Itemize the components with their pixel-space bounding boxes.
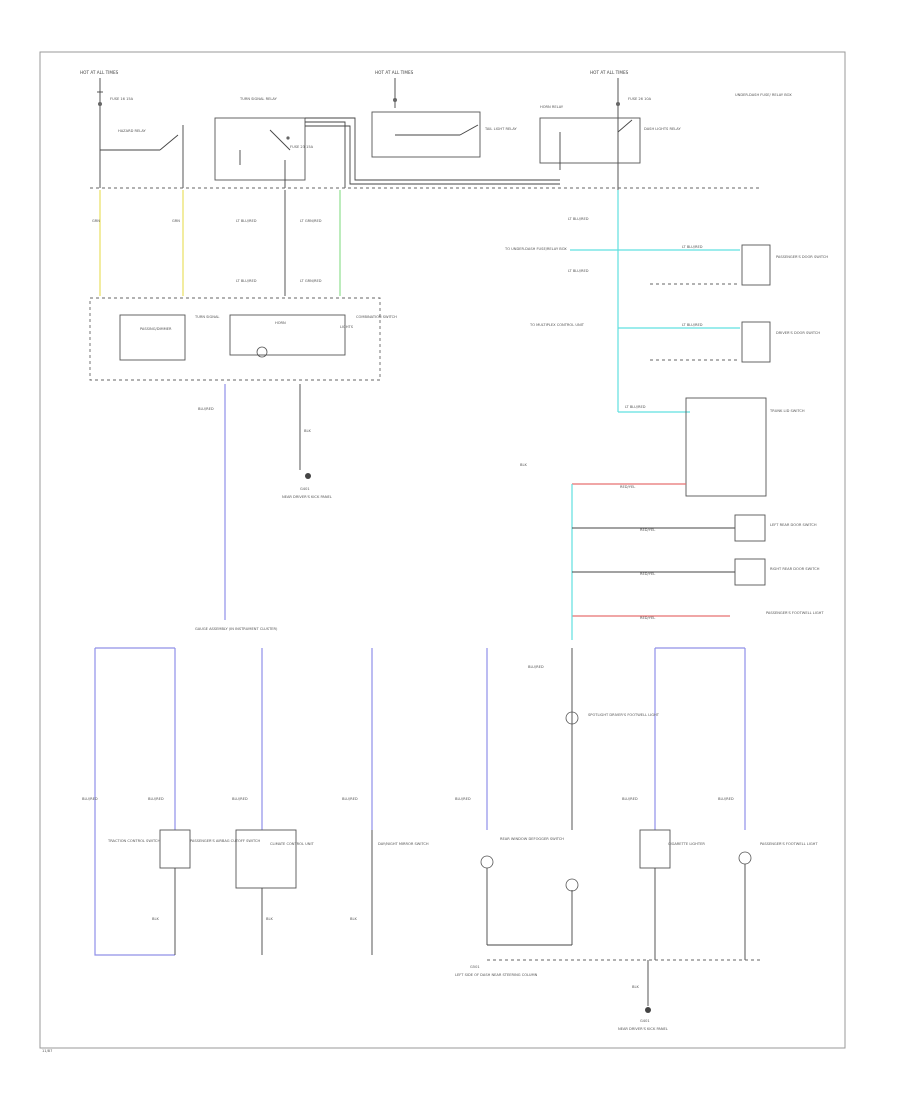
defogger-indicator-icon <box>480 855 494 869</box>
bottom-wire-down-3: BLK <box>350 917 357 921</box>
bottom-item-1: TRACTION CONTROL SWITCH <box>107 839 160 843</box>
ground-g401-bottom-label: G401 <box>640 1019 650 1023</box>
bottom-item-4: DAY/NIGHT MIRROR SWITCH <box>378 842 429 846</box>
bottom-item-3: CLIMATE CONTROL UNIT <box>270 842 315 846</box>
cigarette-lighter-box <box>639 829 671 869</box>
mid-right-wire-red: RED/YEL <box>620 485 635 489</box>
footwell-bulb-icon <box>565 878 579 892</box>
bottom-wire-down-2: BLK <box>266 917 273 921</box>
bottom-item-2: PASSENGER'S AIRBAG CUTOFF SWITCH <box>190 839 261 843</box>
mid-wire-5: LT BLU/RED <box>236 279 257 283</box>
mid-right-item-4-wire: RED/YEL <box>640 528 655 532</box>
passenger-door-switch <box>741 244 771 286</box>
trunk-lid-switch <box>685 397 767 497</box>
relay-b-label: TURN SIGNAL RELAY <box>239 97 278 101</box>
mid-right-item-2: DRIVER'S DOOR SWITCH <box>776 331 820 335</box>
mid-right-left-label-2: TO MULTIPLEX CONTROL UNIT <box>529 323 585 327</box>
ground-g401-icon <box>305 473 311 479</box>
mid-right-item-1: PASSENGER'S DOOR SWITCH <box>776 255 828 259</box>
turn-signal-relay-box <box>214 117 306 181</box>
sub-label-lights: LIGHTS <box>340 325 354 329</box>
ground-g501-label: G501 <box>470 965 480 969</box>
bottom-wire-8: BLU/RED <box>718 797 734 801</box>
combination-switch-box <box>89 297 381 381</box>
passenger-footwell-bulb-icon <box>738 851 752 865</box>
figure-id: 11/87 <box>42 1049 52 1053</box>
ground-g501-sub: LEFT SIDE OF DASH NEAR STEERING COLUMN <box>455 973 538 977</box>
fuse-b-title: HOT AT ALL TIMES <box>375 70 414 75</box>
mid-right-item-4: LEFT REAR DOOR SWITCH <box>770 523 817 527</box>
fuse-c-label: FUSE 26 10A <box>628 97 652 101</box>
wire-blue-b1 <box>94 648 175 956</box>
ground-g401-sub: NEAR DRIVER'S KICK PANEL <box>282 495 332 499</box>
ground-g401-bottom-icon <box>645 1007 651 1013</box>
relay-e-label: DASH LIGHTS RELAY <box>644 127 681 131</box>
bottom-wire-3: BLU/RED <box>232 797 248 801</box>
bottom-wire-7: BLU/RED <box>622 797 638 801</box>
cluster-label: GAUGE ASSEMBLY (IN INSTRUMENT CLUSTER) <box>195 627 278 631</box>
mid-right-item-5: RIGHT REAR DOOR SWITCH <box>770 567 820 571</box>
bottom-wire-down-1: BLK <box>152 917 159 921</box>
turn-signal-switch <box>229 314 346 356</box>
driver-door-switch <box>741 321 771 363</box>
sub-label-turn: TURN SIGNAL <box>194 315 219 319</box>
mid-wire-2: GRN <box>172 219 180 223</box>
mid-wire-3: LT BLU/RED <box>236 219 257 223</box>
dimmer-switch <box>119 314 186 361</box>
fuse-box-note: UNDER-DASH FUSE/ RELAY BOX <box>735 93 792 97</box>
bottom-item-8: PASSENGER'S FOOTWELL LIGHT <box>760 842 818 846</box>
mid-right-left-label-1: TO UNDER-DASH FUSE/RELAY BOX <box>504 247 567 251</box>
fuse-a-symbol <box>98 102 102 106</box>
indicator-lamp-icon <box>256 346 268 358</box>
bottom-item-7: CIGARETTE LIGHTER <box>668 842 705 846</box>
spotlight-bulb-icon <box>565 711 579 725</box>
mid-right-item-3: TRUNK LID SWITCH <box>769 409 805 413</box>
bottom-item-6: SPOTLIGHT DRIVER'S FOOTWELL LIGHT <box>588 713 660 717</box>
mid-right-wire-2: LT BLU/RED <box>568 269 589 273</box>
mid-right-item-6: PASSENGER'S FOOTWELL LIGHT <box>766 611 824 615</box>
airbag-cutoff-switch <box>159 829 191 869</box>
bottom-wire-5: BLU/RED <box>455 797 471 801</box>
right-rear-door-switch <box>734 558 766 586</box>
mid-right-item-2-wire: LT BLU/RED <box>682 323 703 327</box>
left-rear-door-switch <box>734 514 766 542</box>
ground-g401-label: G401 <box>300 487 310 491</box>
mid-right-wire-blk: BLK <box>520 463 527 467</box>
fuse-c-title: HOT AT ALL TIMES <box>590 70 629 75</box>
bottom-wire-6: BLU/RED <box>528 665 544 669</box>
relay-a-label: HAZARD RELAY <box>118 129 147 133</box>
relay-d-label: HORN RELAY <box>540 105 564 109</box>
climate-control-unit <box>235 829 297 889</box>
bottom-wire-2: BLU/RED <box>148 797 164 801</box>
sub-label-horn: HORN <box>275 321 286 325</box>
bottom-wire-4: BLU/RED <box>342 797 358 801</box>
fuse-a-title: HOT AT ALL TIMES <box>80 70 119 75</box>
combination-switch-label: COMBINATION SWITCH <box>356 315 397 319</box>
mid-wire-6: LT GRN/RED <box>300 279 322 283</box>
mid-right-item-6-wire: RED/YEL <box>640 616 655 620</box>
diagram-frame <box>39 51 846 1049</box>
fuse-a-label: FUSE 16 15A <box>110 97 134 101</box>
mid-right-item-1-wire: LT BLU/RED <box>682 245 703 249</box>
relay-c-label: TAIL LIGHT RELAY <box>484 127 517 131</box>
mid-right-wire-1: LT BLU/RED <box>568 217 589 221</box>
mid-right-item-5-wire: RED/YEL <box>640 572 655 576</box>
mid-right-item-3-wire: LT BLU/RED <box>625 405 646 409</box>
tail-light-relay-box <box>371 111 481 158</box>
bottom-wire-1: BLU/RED <box>82 797 98 801</box>
mid-wire-1: GRN <box>92 219 100 223</box>
bottom-wire-down-4: BLK <box>632 985 639 989</box>
fuse-mid-label: FUSE 23 15A <box>290 145 314 149</box>
sub-label-dimmer: PASSING/DIMMER <box>140 327 172 331</box>
blue-wire-label: BLU/RED <box>198 407 214 411</box>
horn-relay-box <box>539 117 641 164</box>
ground-g401-bottom-sub: NEAR DRIVER'S KICK PANEL <box>618 1027 668 1031</box>
mid-wire-down: BLK <box>304 429 311 433</box>
mid-wire-4: LT GRN/RED <box>300 219 322 223</box>
bottom-item-5: REAR WINDOW DEFOGGER SWITCH <box>500 837 564 841</box>
